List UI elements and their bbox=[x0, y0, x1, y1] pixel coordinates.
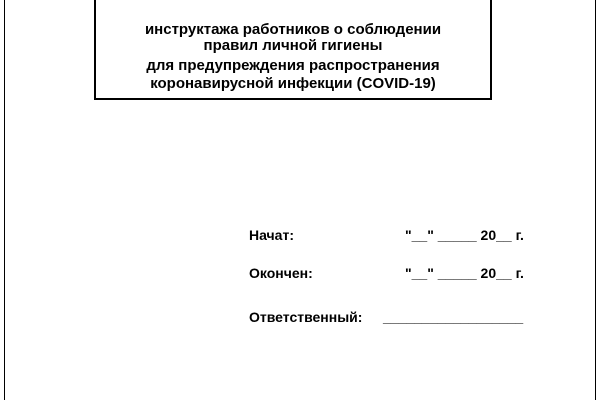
responsible-signature-line: __________________ bbox=[383, 309, 524, 325]
start-date-blank: "__" _____ 20__ г. bbox=[405, 227, 524, 243]
responsible-label: Ответственный: bbox=[249, 309, 363, 325]
end-date-blank: "__" _____ 20__ г. bbox=[405, 265, 524, 281]
start-date-label: Начат: bbox=[249, 227, 294, 243]
title-line-2: правил личной гигиены bbox=[203, 37, 383, 54]
title-line-4: коронавирусной инфекции (COVID-19) bbox=[150, 75, 436, 92]
title-box: инструктажа работников о соблюдении прав… bbox=[94, 0, 492, 100]
end-date-label: Окончен: bbox=[249, 265, 313, 281]
page-frame-right-border bbox=[595, 0, 596, 400]
title-line-3: для предупреждения распространения bbox=[146, 57, 440, 74]
title-line-1: инструктажа работников о соблюдении bbox=[144, 21, 442, 38]
page-frame-left-border bbox=[4, 0, 5, 400]
